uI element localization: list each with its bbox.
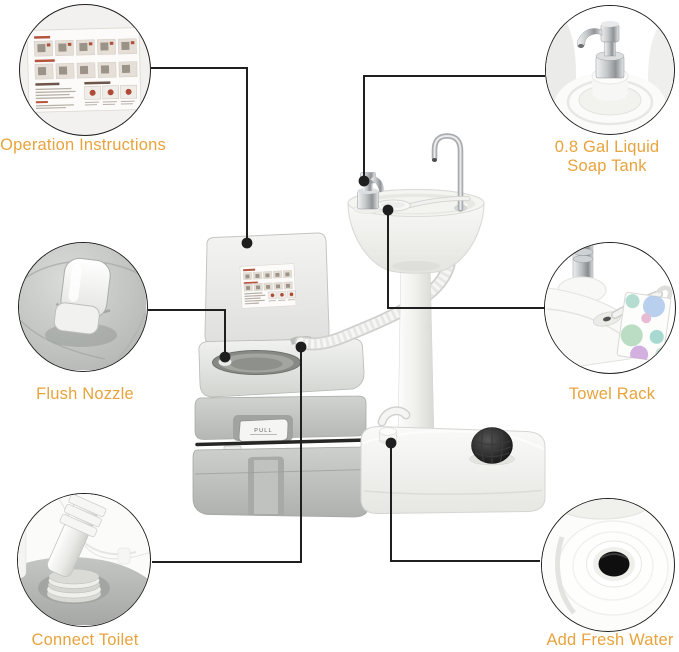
label-soap-tank: 0.8 Gal Liquid Soap Tank [497,138,679,176]
dot-operation-instructions [241,237,253,249]
line-add-fresh-water [390,443,540,562]
connect-toilet-circle [17,493,151,627]
lid-instruction-sticker [239,263,297,309]
label-text: Operation Instructions [0,136,166,154]
add-fresh-water-circle [541,498,675,632]
line-operation-instructions [151,67,248,243]
towel-rack-bar [405,195,471,209]
line-soap-tank [363,75,545,181]
flush-nozzle-icon [19,243,146,370]
foot-pump-knob [471,427,513,464]
label-text: 0.8 Gal Liquid [554,138,660,156]
basin-under-shadow [392,261,440,271]
instruction-sheet-icon [26,27,142,113]
dot-soap-tank [358,175,370,187]
dot-towel-rack [382,204,394,216]
dot-connect-toilet [295,341,307,353]
portable-toilet: PULL [192,232,370,518]
towel-on-rack-icon [545,243,674,372]
label-text: Connect Toilet [31,631,139,649]
waste-tank-crease [194,469,370,475]
groove-panel [254,460,278,514]
tank-seam [195,438,369,447]
bowl-interior-shadow [230,357,283,371]
dot-add-fresh-water [385,437,397,449]
line-connect-toilet [152,347,302,563]
drain-hose [294,243,457,351]
water-inlet-hole-icon [542,499,673,630]
label-towel-rack: Towel Rack [502,385,679,404]
label-text: Soap Tank [567,157,647,175]
callout-lines [148,67,545,563]
label-connect-toilet: Connect Toilet [0,631,195,650]
flush-tab-underline [250,434,277,435]
label-text: Add Fresh Water [546,631,674,649]
gooseneck-faucet [431,133,467,212]
soap-dispenser-pump-icon [546,6,673,133]
label-add-fresh-water: Add Fresh Water [500,631,679,650]
portable-sink [294,133,546,515]
label-text: Towel Rack [568,385,656,403]
soap-tank-circle [545,5,675,135]
hose-connector-icon [18,494,149,625]
hose-end-loop [377,406,411,427]
flush-nozzle-circle [18,242,148,372]
line-towel-rack [387,210,545,309]
label-text: Flush Nozzle [36,385,134,403]
base-crease [363,489,543,495]
line-flush-nozzle [148,309,226,357]
operation-instructions-circle [19,4,151,136]
dot-flush-nozzle [219,351,231,363]
flush-tab-label: PULL [254,428,273,434]
label-operation-instructions: Operation Instructions [0,136,193,155]
callout-dots [219,175,397,449]
label-flush-nozzle: Flush Nozzle [0,385,195,404]
towel-rack-circle [544,242,676,374]
